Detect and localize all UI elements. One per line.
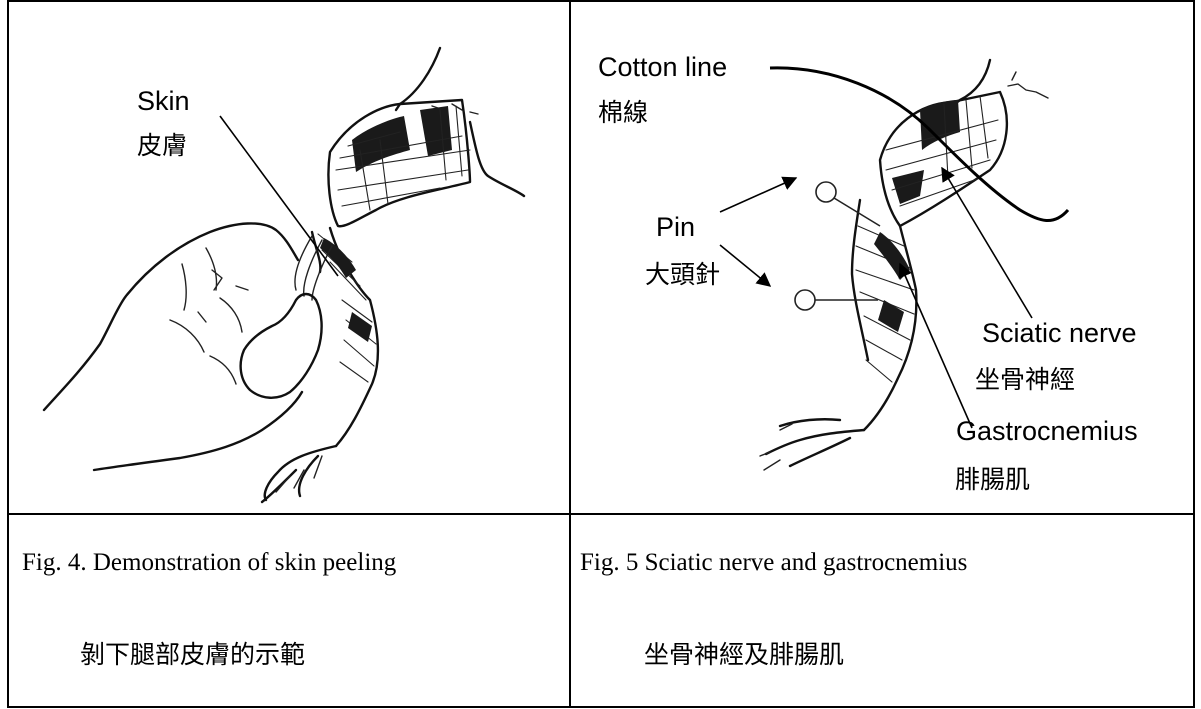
skin-label: Skin 皮膚	[137, 86, 338, 276]
label-gastrocnemius-zh: 腓腸肌	[955, 465, 1030, 494]
label-skin-zh: 皮膚	[137, 131, 187, 160]
label-skin-en: Skin	[137, 86, 190, 116]
label-sciatic-nerve-zh: 坐骨神經	[975, 365, 1075, 394]
label-pin-zh: 大頭針	[645, 260, 720, 289]
figure-5-caption-en: Fig. 5 Sciatic nerve and gastrocnemius	[580, 549, 967, 576]
pin-arrow-lower	[720, 245, 770, 286]
figure-5-caption-zh: 坐骨神經及腓腸肌	[644, 640, 844, 669]
figure-4-caption-zh: 剝下腿部皮膚的示範	[80, 640, 305, 669]
label-cotton-line-en: Cotton line	[598, 52, 727, 82]
sciatic-arrow	[942, 168, 1032, 318]
pin-label: Pin 大頭針	[645, 178, 796, 289]
cotton-line-label: Cotton line 棉線	[598, 52, 727, 127]
figure-4-caption-en: Fig. 4. Demonstration of skin peeling	[22, 549, 397, 576]
pin-lower	[795, 290, 878, 310]
cotton-thread	[770, 68, 1068, 221]
skin-leader-line	[220, 116, 338, 276]
pin-upper	[816, 182, 880, 226]
label-cotton-line-zh: 棉線	[598, 98, 648, 127]
thigh-stripes-5	[886, 96, 998, 206]
sciatic-nerve-label: Sciatic nerve 坐骨神經	[942, 168, 1137, 394]
label-gastrocnemius-en: Gastrocnemius	[956, 416, 1138, 446]
label-sciatic-nerve-en: Sciatic nerve	[982, 318, 1137, 348]
figure-4-illustration	[44, 48, 524, 502]
figure-5-illustration	[760, 60, 1068, 470]
pin-arrow-upper	[720, 178, 796, 212]
label-pin-en: Pin	[656, 212, 695, 242]
